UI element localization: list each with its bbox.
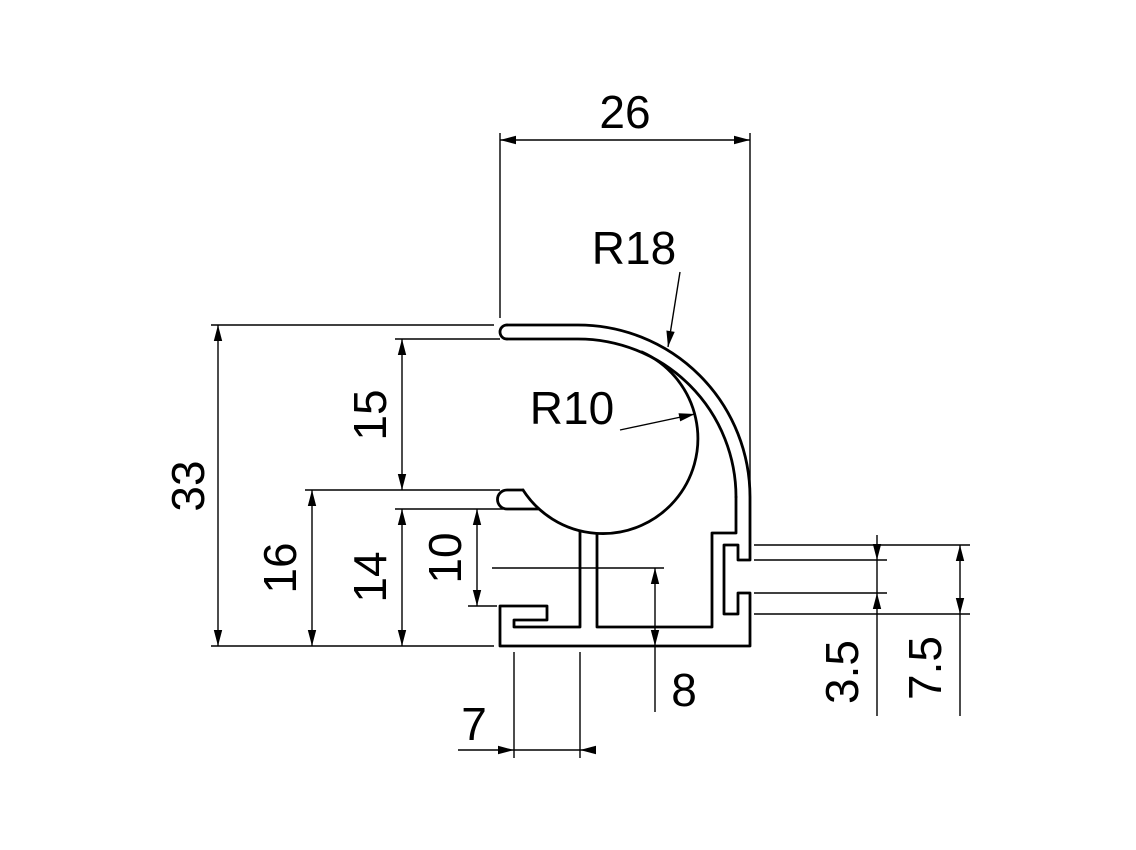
dim-10-arrow-bottom (472, 590, 482, 606)
dim-26-arrow-left (500, 135, 516, 145)
dim-r10: R10 (530, 382, 696, 434)
dim-3-5: 3.5 (754, 535, 887, 716)
dim-26: 26 (499, 86, 751, 490)
dim-33-extension-lines (211, 324, 494, 647)
dim-33-label: 33 (162, 460, 214, 511)
dim-7-arrow-right (580, 745, 596, 755)
profile-cross-section (496, 323, 752, 648)
dim-10-label: 10 (419, 532, 471, 583)
dim-26-label: 26 (599, 86, 650, 138)
dim-16-label: 16 (254, 542, 306, 593)
dim-15: 15 (344, 338, 500, 490)
profile-lower-lip (496, 488, 541, 511)
dim-16: 16 (254, 489, 500, 646)
dim-14-label: 14 (344, 551, 396, 602)
dim-8-arrow-bottom (650, 630, 660, 646)
dim-33: 33 (162, 324, 494, 647)
dim-16-arrow-top (307, 490, 317, 506)
dim-10: 10 (419, 509, 497, 607)
profile-outer-contour (498, 323, 752, 648)
dim-26-arrow-right (734, 135, 750, 145)
dim-15-arrow-top (397, 339, 407, 355)
dim-3-5-label: 3.5 (816, 640, 868, 704)
dim-7-extension-lines (513, 652, 581, 758)
dim-15-label: 15 (344, 389, 396, 440)
dim-33-arrow-top (213, 325, 223, 341)
dim-7-5-arrow-bottom (955, 598, 965, 614)
profile-bore-arc (521, 350, 700, 535)
dim-7: 7 (458, 652, 596, 758)
profile-top-inner-edge (505, 337, 738, 499)
dim-3-5-extension-lines (754, 559, 887, 594)
profile-web-and-chamber (595, 495, 738, 629)
dim-3-5-arrow-bottom (872, 593, 882, 609)
dim-r18: R18 (592, 222, 681, 348)
dim-7-5-extension-lines (754, 544, 970, 615)
dim-14-arrow-top (397, 509, 407, 525)
dim-8: 8 (492, 567, 697, 716)
profile-top-tip-cap (498, 323, 509, 341)
dim-7-label: 7 (461, 698, 487, 750)
dim-7-arrow-left (498, 745, 514, 755)
dim-8-arrow-top (650, 568, 660, 584)
dim-16-arrow-bottom (307, 630, 317, 646)
dim-7-5: 7.5 (754, 544, 970, 716)
dim-r10-arrowhead (678, 413, 695, 422)
dim-14: 14 (344, 508, 503, 646)
dim-7-5-label: 7.5 (899, 636, 951, 700)
dim-15-arrow-bottom (397, 474, 407, 490)
dim-7-5-arrow-top (955, 545, 965, 561)
dim-3-5-arrow-top (872, 544, 882, 560)
dim-r18-arrowhead (666, 330, 675, 347)
dim-r10-label: R10 (530, 382, 614, 434)
dim-26-extension-lines (499, 133, 751, 490)
dim-14-arrow-bottom (397, 630, 407, 646)
dim-r18-label: R18 (592, 222, 676, 274)
dim-10-arrow-top (472, 509, 482, 525)
dim-8-label: 8 (671, 664, 697, 716)
dim-33-arrow-bottom (213, 630, 223, 646)
